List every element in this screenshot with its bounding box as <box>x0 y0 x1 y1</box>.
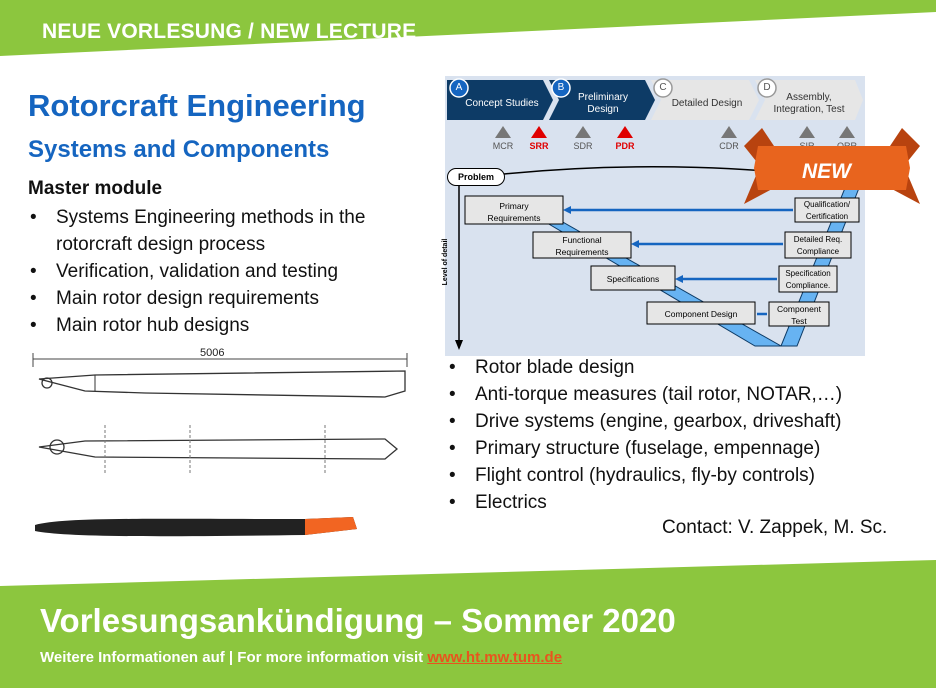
box-primary-requirements: Primary Requirements <box>487 201 541 223</box>
review-srr: SRR <box>529 141 549 151</box>
list-item: Main rotor design requirements <box>28 285 408 312</box>
box-detailed-compliance: Detailed Req. Compliance <box>793 235 843 256</box>
banner-label: NEUE VORLESUNG / NEW LECTURE <box>42 20 417 43</box>
list-item: Electrics <box>447 489 917 516</box>
box-qualification: Qualification/ Certification <box>803 200 851 221</box>
phase-a-label: Concept Studies <box>465 98 539 109</box>
box-component-design: Component Design <box>664 309 738 319</box>
review-cdr: CDR <box>719 141 739 151</box>
review-pdr: PDR <box>615 141 635 151</box>
phase-b-label: Preliminary Design <box>577 92 628 115</box>
list-item: Drive systems (engine, gearbox, drivesha… <box>447 408 917 435</box>
box-functional-requirements: Functional Requirements <box>555 235 609 257</box>
list-item: Rotor blade design <box>447 354 917 381</box>
announcement-title: Vorlesungsankündigung – Sommer 2020 <box>40 602 676 639</box>
list-item: Verification, validation and testing <box>28 258 408 285</box>
bottom-banner <box>0 560 936 688</box>
top-banner <box>0 0 936 70</box>
more-info: Weitere Informationen auf | For more inf… <box>40 649 562 666</box>
phase-a-letter: A <box>455 82 463 93</box>
new-label: NEW <box>802 160 851 183</box>
list-item: Systems Engineering methods in the rotor… <box>28 204 408 258</box>
problem-label: Problem <box>447 168 505 186</box>
module-label: Master module <box>28 178 163 199</box>
page-subtitle: Systems and Components <box>28 136 330 163</box>
list-item: Main rotor hub designs <box>28 312 408 339</box>
page-title: Rotorcraft Engineering <box>28 88 366 123</box>
topics-list: Rotor blade design Anti-torque measures … <box>447 354 917 516</box>
more-info-text: Weitere Informationen auf | For more inf… <box>40 649 424 666</box>
dimension-label: 5006 <box>200 347 225 359</box>
list-item: Anti-torque measures (tail rotor, NOTAR,… <box>447 381 917 408</box>
phase-d-letter: D <box>763 82 771 93</box>
box-component-test: Component Test <box>777 304 821 326</box>
review-sdr: SDR <box>573 141 593 151</box>
phase-d-label: Assembly, Integration, Test <box>773 92 845 115</box>
rotor-blade-drawing: 5006 <box>25 345 415 545</box>
module-list: Systems Engineering methods in the rotor… <box>28 204 408 339</box>
website-link[interactable]: www.ht.mw.tum.de <box>427 649 563 666</box>
v-model-diagram: Concept Studies Preliminary Design Detai… <box>442 76 865 356</box>
contact-text: Contact: V. Zappek, M. Sc. <box>662 517 888 538</box>
axis-label: Level of detail <box>442 238 449 286</box>
phase-c-label: Detailed Design <box>671 98 743 109</box>
list-item: Flight control (hydraulics, fly-by contr… <box>447 462 917 489</box>
box-spec-compliance: Specification Compliance. <box>785 269 831 290</box>
phase-c-letter: C <box>659 82 667 93</box>
new-badge <box>744 128 920 204</box>
list-item: Primary structure (fuselage, empennage) <box>447 435 917 462</box>
box-specifications: Specifications <box>606 274 660 284</box>
review-mcr: MCR <box>492 141 514 151</box>
phase-b-letter: B <box>557 82 565 93</box>
